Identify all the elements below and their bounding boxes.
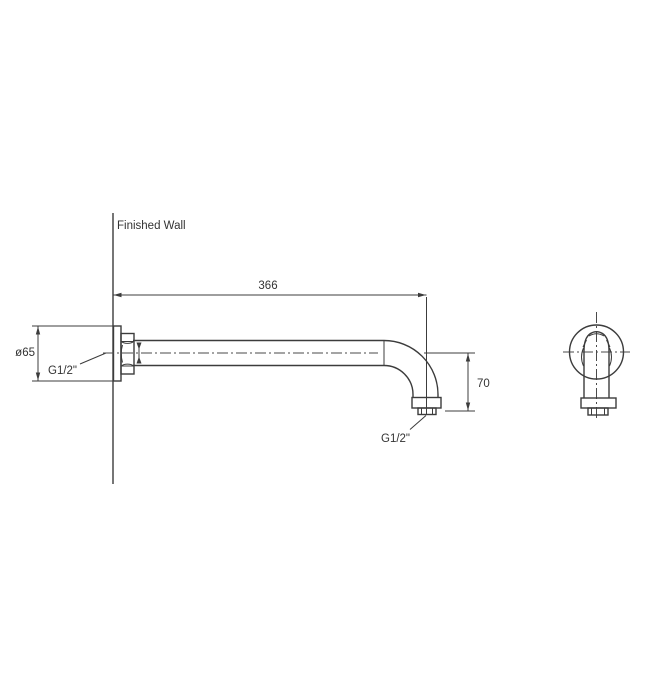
- dim-65-arrow-bottom: [35, 372, 41, 381]
- outlet-front: [411, 396, 442, 416]
- hex-nut-arc-bottom: [121, 363, 134, 367]
- elbow-bend: [383, 339, 439, 398]
- wall-thread-label: G1/2": [48, 365, 77, 377]
- dimension-366: 366: [113, 280, 427, 414]
- side-view-flange-circle: [568, 324, 625, 380]
- dim-70-label: 70: [477, 378, 490, 390]
- callout-outlet-thread: G1/2": [381, 415, 427, 445]
- side-view-facet-right: [606, 339, 611, 348]
- dimension-65: ø65: [15, 325, 119, 382]
- bore-mark-bottom-arrow: [136, 356, 142, 364]
- finished-wall-label: Finished Wall: [117, 220, 186, 232]
- side-view-facet-left: [582, 339, 587, 348]
- side-view-nut-corner-right: [609, 347, 612, 367]
- dim-366-arrow-left: [113, 292, 122, 298]
- arm-tube: [133, 339, 385, 367]
- side-view-dome-seam: [588, 333, 605, 337]
- wall-thread-leader-line: [79, 352, 107, 365]
- hex-nut-front: [120, 332, 135, 375]
- side-view-collar: [580, 397, 617, 409]
- callout-wall-thread: G1/2": [48, 352, 107, 377]
- hex-nut-arc-top: [121, 341, 134, 344]
- dim-65-label: ø65: [15, 347, 35, 359]
- bore-mark-top-arrow: [136, 342, 142, 350]
- side-view-tube: [583, 330, 610, 398]
- outlet-thread-label: G1/2": [381, 433, 410, 445]
- dim-70-arrow-bottom: [465, 402, 471, 411]
- outlet-thread-leader-line: [409, 415, 427, 430]
- dimension-70: 70: [424, 352, 490, 412]
- elbow-inner-curve: [383, 364, 414, 398]
- side-view-nipple: [587, 407, 609, 416]
- side-view: [563, 312, 630, 420]
- outlet-nipple: [417, 407, 437, 416]
- hex-nut-arc-mid: [120, 344, 123, 363]
- elbow-outer-curve: [383, 339, 439, 398]
- dim-366-arrow-right: [418, 292, 426, 298]
- bore-mark: [136, 342, 142, 364]
- hex-nut-outline: [120, 332, 135, 375]
- dim-70-arrow-top: [465, 353, 471, 362]
- dim-65-arrow-top: [35, 326, 41, 335]
- side-view-nut-corner-left: [581, 347, 584, 367]
- dim-366-label: 366: [258, 280, 277, 292]
